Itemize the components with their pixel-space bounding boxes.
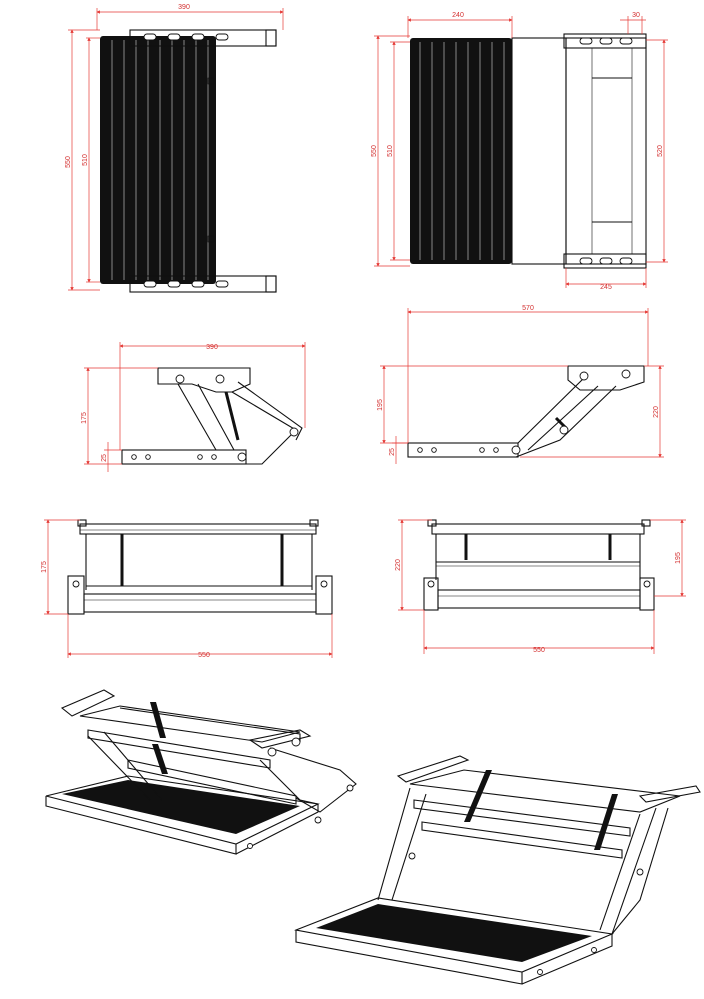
isometric-view-retracted <box>45 689 357 855</box>
isometric-view-extended <box>294 755 701 985</box>
dim-front-right-width: 550 <box>533 647 545 654</box>
dim-side-left-width: 390 <box>206 344 218 351</box>
dim-side-right-width: 570 <box>522 305 534 312</box>
front-view-retracted: 175 550 <box>41 519 333 659</box>
front-view-extended: 220 195 550 <box>395 519 686 654</box>
side-view-retracted: 390 175 25 <box>81 342 306 472</box>
dim-side-left-height: 175 <box>81 412 88 424</box>
dim-side-right-height-left: 195 <box>377 399 384 411</box>
side-view-extended: 570 195 220 25 <box>377 305 664 464</box>
dim-top-right-bottom-width: 245 <box>600 284 612 291</box>
dim-top-right-height-overall: 550 <box>371 145 378 157</box>
dim-side-right-tread: 25 <box>389 448 396 456</box>
plan-view-retracted: 390 550 510 <box>65 4 284 293</box>
dim-top-right-frame-height: 520 <box>657 145 664 157</box>
dim-side-right-height-right: 220 <box>653 406 660 418</box>
plan-view-extended: 240 30 550 510 520 245 <box>371 12 668 291</box>
dim-top-left-height-inner: 510 <box>82 154 89 166</box>
dim-top-right-bracket-width: 30 <box>632 12 640 19</box>
dim-top-left-width: 390 <box>178 4 190 11</box>
dim-front-right-height-left: 220 <box>395 559 402 571</box>
dim-top-right-tread-width: 240 <box>452 12 464 19</box>
dim-side-left-tread: 25 <box>101 454 108 462</box>
dim-top-left-height-overall: 550 <box>65 156 72 168</box>
dim-top-right-height-inner: 510 <box>387 145 394 157</box>
dim-front-right-height-right: 195 <box>675 552 682 564</box>
dim-front-left-height: 175 <box>41 561 48 573</box>
dim-front-left-width: 550 <box>198 652 210 659</box>
